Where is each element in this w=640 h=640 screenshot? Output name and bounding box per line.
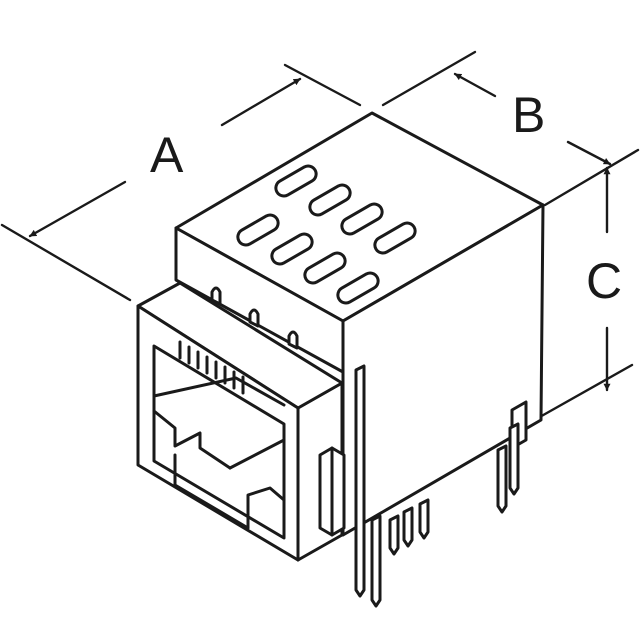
- mounting-leg: [496, 444, 508, 514]
- housing-front-upper-face: [174, 226, 345, 374]
- vent-slot: [236, 213, 280, 247]
- dimension-arrow-b-left: [453, 72, 497, 98]
- top-vent-slots: [236, 164, 417, 305]
- extension-line-c-bottom: [536, 363, 634, 420]
- dimension-arrow-a-right: [220, 77, 302, 127]
- jack-front: [136, 281, 344, 562]
- port-inner-key: [152, 409, 232, 470]
- port-opening: [152, 344, 286, 540]
- extension-line-b-left: [381, 50, 477, 107]
- extension-line-a-right: [283, 63, 362, 107]
- vent-slot: [336, 271, 380, 305]
- mounting-leg: [354, 364, 366, 598]
- vent-slot: [274, 164, 318, 198]
- latch-tabs: [210, 286, 299, 350]
- latch-tab: [248, 308, 260, 328]
- solder-pin: [418, 498, 430, 540]
- contact-pins: [178, 340, 245, 395]
- mounting-legs: [354, 364, 520, 608]
- port-inner-step: [246, 486, 286, 530]
- vent-slot: [340, 202, 384, 236]
- solder-pin: [388, 514, 400, 556]
- vent-slot: [373, 221, 417, 255]
- dimension-label-b: B: [512, 87, 545, 143]
- vent-slot: [270, 232, 314, 266]
- port-inner-ridge: [228, 438, 286, 470]
- mounting-leg: [370, 514, 382, 608]
- latch-tab: [210, 286, 222, 306]
- latch-tab: [287, 330, 299, 350]
- dimension-label-c: C: [586, 253, 622, 309]
- dimension-arrow-b-right: [566, 140, 612, 166]
- extension-line-a-left: [0, 223, 132, 302]
- dimension-a: A: [0, 63, 362, 302]
- side-post: [318, 446, 346, 537]
- port-inner-bottom: [173, 453, 250, 530]
- mounting-leg: [508, 422, 520, 496]
- dimension-c: C: [536, 166, 634, 420]
- vent-slot: [303, 251, 347, 285]
- solder-pin: [402, 506, 414, 548]
- dimension-b: B: [381, 50, 640, 207]
- front-bezel-face: [136, 304, 300, 562]
- port-inner-top: [152, 376, 286, 407]
- dimension-label-a: A: [150, 127, 184, 183]
- extension-line-b-right: [543, 148, 640, 207]
- dimension-arrow-a-left: [28, 180, 127, 238]
- vent-slot: [308, 183, 352, 217]
